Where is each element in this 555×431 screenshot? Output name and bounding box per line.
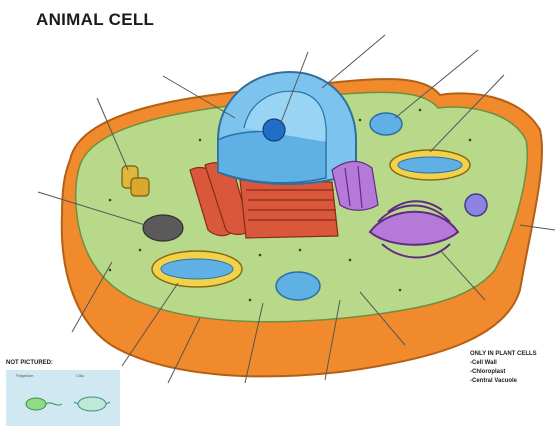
flagellum-icon <box>26 398 62 410</box>
lysosome <box>143 215 183 241</box>
plant-only-item: -Chloroplast <box>470 368 537 377</box>
mitochondrion-right <box>390 150 470 180</box>
cilia-caption: Cilia <box>76 373 84 378</box>
not-pictured-icons <box>6 370 120 426</box>
plant-only-note: ONLY IN PLANT CELLS -Cell Wall -Chloropl… <box>470 350 537 386</box>
not-pictured-panel: Flagellum Cilia <box>6 370 120 426</box>
not-pictured-heading: NOT PICTURED: <box>6 360 53 366</box>
plant-only-item: -Cell Wall <box>470 359 537 368</box>
cilia-icon <box>74 397 110 411</box>
flagellum-caption: Flagellum <box>16 373 33 378</box>
mitochondrion-left <box>152 251 242 287</box>
not-pictured-box: NOT PICTURED: Flagellum Cilia <box>6 360 120 426</box>
nucleolus <box>263 119 285 141</box>
peroxisome <box>465 194 487 216</box>
vacuole <box>276 272 320 300</box>
plant-only-heading: ONLY IN PLANT CELLS <box>470 350 537 359</box>
plant-only-item: -Central Vacuole <box>470 377 537 386</box>
